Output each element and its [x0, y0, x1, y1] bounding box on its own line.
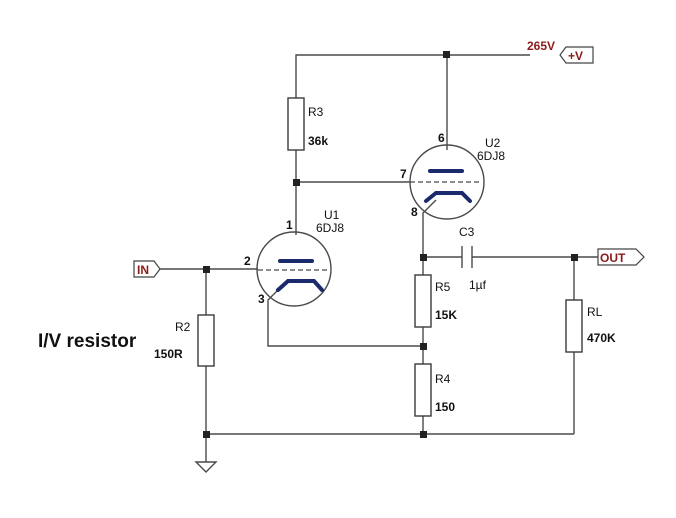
c3-ref: C3 — [459, 225, 475, 239]
supply-voltage-label: 265V — [527, 39, 555, 53]
supply-rail-wire — [295, 54, 530, 98]
u2-pin-cathode: 8 — [411, 205, 418, 219]
u2-cathode — [424, 191, 472, 203]
rl-ref: RL — [587, 305, 603, 319]
r3-value: 36k — [308, 134, 328, 148]
u1-type: 6DJ8 — [316, 221, 344, 235]
output-port: OUT — [597, 248, 645, 266]
r4-body — [414, 363, 432, 417]
node-u2-grid — [293, 179, 300, 186]
input-port-label: IN — [137, 263, 149, 277]
u2-ref: U2 — [485, 136, 501, 150]
output-port-shape — [597, 248, 645, 266]
r2-body — [197, 314, 215, 367]
r4-value: 150 — [435, 400, 455, 414]
input-port-shape — [133, 260, 161, 278]
capacitor-c3 — [461, 246, 473, 268]
output-port-label: OUT — [600, 251, 626, 265]
supply-port: 265V +V — [527, 39, 594, 64]
u1-pin-cathode: 3 — [258, 292, 265, 306]
supply-port-label: +V — [568, 49, 583, 63]
u2-pin-plate: 6 — [438, 131, 445, 145]
u2-type: 6DJ8 — [477, 149, 505, 163]
u1-cathode — [276, 279, 324, 292]
node-output — [571, 254, 578, 261]
r3-body — [287, 97, 305, 151]
resistors — [197, 97, 583, 417]
rl-body — [565, 299, 583, 353]
r5-ref: R5 — [435, 280, 451, 294]
ground-icon — [194, 461, 218, 473]
u1-cathode-wire — [267, 289, 423, 347]
node-u2-cathode — [420, 254, 427, 261]
r5-value: 15K — [435, 308, 457, 322]
r2-ref: R2 — [175, 320, 191, 334]
input-port: IN — [133, 260, 161, 278]
node-ground-left — [203, 431, 210, 438]
node-supply — [443, 51, 450, 58]
rl-value: 470K — [587, 331, 616, 345]
supply-port-shape — [559, 46, 594, 64]
tube-u2 — [409, 144, 485, 220]
c3-value: 1µf — [469, 278, 487, 292]
wires — [160, 54, 598, 462]
node-r5-r4 — [420, 343, 427, 350]
u1-ref: U1 — [324, 208, 340, 222]
junctions — [203, 51, 578, 438]
node-input — [203, 266, 210, 273]
r5-body — [414, 274, 432, 328]
node-ground-mid — [420, 431, 427, 438]
tube-u1 — [256, 231, 332, 307]
r4-ref: R4 — [435, 372, 451, 386]
r3-ref: R3 — [308, 105, 324, 119]
u1-pin-plate: 1 — [286, 218, 293, 232]
u1-pin-grid: 2 — [244, 254, 251, 268]
u2-pin-grid: 7 — [400, 167, 407, 181]
u1-envelope — [256, 231, 332, 307]
iv-resistor-annotation: I/V resistor — [38, 331, 137, 352]
r2-value: 150R — [154, 347, 183, 361]
